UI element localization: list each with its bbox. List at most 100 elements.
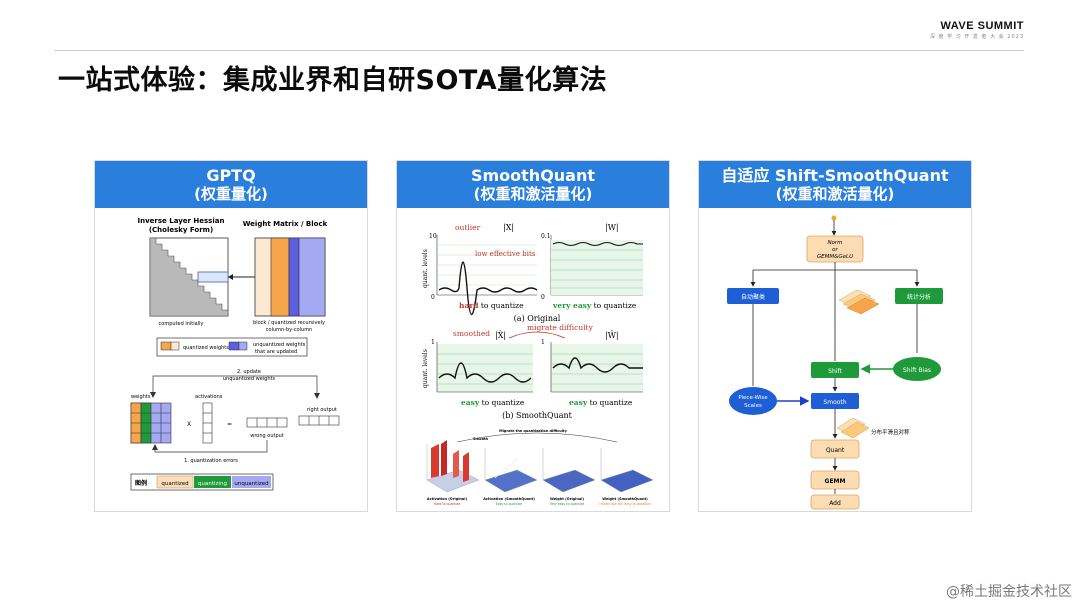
sq-what-label: |Ŵ|: [605, 331, 619, 340]
watermark: @稀土掘金技术社区: [946, 584, 1072, 600]
sq-very-easy-word: very easy: [552, 301, 592, 310]
panel-shift-header: 自适应 Shift-SmoothQuant (权重和激活量化): [699, 161, 971, 208]
gptq-equals-sign: =: [227, 421, 232, 428]
gptq-diagram: Inverse Layer Hessian (Cholesky Form) We…: [130, 217, 340, 491]
sq-hard-word: hard: [459, 301, 479, 310]
sq-one-label-b: 1: [541, 339, 545, 346]
shift-add-box: [810, 494, 860, 510]
sq-hard-text: hard to quantize: [459, 301, 524, 310]
header-divider: [54, 50, 1024, 51]
shift-flowchart: Norm or GEMM&GeLU 自动聚类 统计分析 Shift Shift …: [727, 215, 943, 510]
gptq-hessian-triangle: [149, 237, 229, 317]
shift-smooth-box: [811, 393, 859, 409]
panel-smoothquant: SmoothQuant (权重和激活量化) 10 0 quant. levels…: [396, 160, 670, 512]
panel-shift-title: 自适应 Shift-SmoothQuant: [721, 166, 949, 185]
shift-norm-line3: GEMM&GeLU: [817, 254, 853, 260]
sq-activation-curve-b: [438, 362, 532, 383]
sq-easy-text-b: easy to quantize: [569, 398, 633, 407]
smoothquant-figure: 10 0 quant. levels outlier |X| low effec…: [422, 223, 654, 506]
gptq-legend-quantized: quantized weights: [183, 345, 229, 351]
gptq-activations-label: activations: [195, 394, 223, 400]
sq-surface-2: [484, 448, 538, 493]
gptq-right-output: [298, 415, 340, 426]
sq-zero-label-a: 0: [431, 294, 435, 301]
gptq-cholesky-label: (Cholesky Form): [149, 226, 213, 234]
brand-subtitle: 深 度 学 习 开 发 者 大 会 2023: [929, 34, 1024, 40]
sq-bottom-migrate-label: Migrate the quantization difficulty: [499, 429, 567, 433]
sq-cap-2: Activation (SmoothQuant): [483, 497, 535, 501]
sq-cap-4: Weight (SmoothQuant): [602, 497, 648, 501]
shift-norm-line2: or: [832, 247, 838, 253]
gptq-arrow-head-left: [228, 274, 233, 280]
gptq-weight-matrix-label: Weight Matrix / Block: [243, 220, 328, 228]
sq-grid-b: [551, 249, 643, 289]
gptq-update-arrow: [152, 375, 318, 394]
sq-easy-word-a: easy: [461, 398, 480, 407]
sq-sub-1: Hard to quantize: [434, 502, 461, 506]
shift-entry-dot: [831, 215, 837, 221]
shift-planes-top: [838, 289, 880, 315]
gptq-unquantized-block: [298, 237, 326, 317]
panel-smoothquant-title: SmoothQuant: [470, 166, 596, 185]
sq-quant-levels-a: quant. levels: [422, 249, 429, 288]
gptq-update-label-2: unquantized weights: [223, 376, 276, 382]
shift-stats-box: [895, 288, 943, 304]
gptq-wrong-output-label: wrong output: [250, 433, 284, 439]
gptq-update-arrow-head-2: [314, 393, 320, 399]
sq-bottom-arc: [456, 432, 618, 443]
sq-quant-levels-b: quant. levels: [422, 349, 429, 388]
gptq-hessian-label: Inverse Layer Hessian: [138, 217, 225, 225]
page-title: 一站式体验：集成业界和自研SOTA量化算法: [58, 65, 608, 96]
panel-gptq-header: GPTQ (权重量化): [95, 161, 367, 208]
panel-smoothquant-header: SmoothQuant (权重和激活量化): [397, 161, 669, 208]
panel-gptq-subtitle: (权重量化): [194, 185, 268, 203]
gptq-update-arrow-head: [150, 392, 156, 398]
gptq-legend-unq-2: that are updated: [255, 349, 297, 355]
shift-piecewise-line2: Scales: [744, 403, 762, 409]
gptq-block-label-1: block / quantized recursively: [253, 320, 325, 326]
gptq-legend-unq-1: unquantized weights: [253, 342, 306, 348]
brand-name: WAVE SUMMIT: [940, 20, 1024, 32]
gptq-tag-quantizing: [194, 476, 231, 488]
sq-xhat-label: |X̂|: [495, 331, 506, 340]
gptq-tag-quantizing-label: quantizing: [198, 481, 227, 487]
sq-x-label: |X|: [503, 223, 514, 232]
brand-logo: WAVE SUMMIT 深 度 学 习 开 发 者 大 会 2023: [930, 20, 1024, 40]
gptq-block-label-2: column-by-column: [266, 327, 312, 333]
sq-activation-curve-a: [438, 261, 538, 315]
sq-cap-1: Activation (Original): [427, 497, 468, 501]
sq-weight-fill-a: [551, 240, 643, 295]
gptq-hessian-row: [197, 271, 229, 283]
sq-bottom-smooth-label: Smooth: [473, 437, 489, 441]
sq-migrate-arrow: [508, 331, 566, 339]
gptq-computed-label: computed initially: [159, 321, 204, 327]
gptq-legend-swatch-blue: [228, 341, 240, 351]
shift-gemm-label: GEMM: [825, 478, 846, 485]
panel-shift-subtitle: (权重和激活量化): [775, 185, 895, 203]
sq-one-label-a: 1: [431, 339, 435, 346]
panel-gptq: GPTQ (权重量化) Inverse Layer Hessian (Chole…: [94, 160, 368, 512]
sq-grid-a: [437, 244, 537, 286]
sq-cap-3: Weight (Original): [550, 497, 584, 501]
shift-dist-label: 分布平滑且对称: [871, 428, 910, 436]
sq-smoothed-label: smoothed: [453, 329, 490, 338]
shift-quant-label: Quant: [826, 447, 845, 454]
gptq-legend-swatch-light: [170, 341, 180, 351]
gptq-error-arrow-head: [152, 444, 158, 450]
gptq-right-output-label: right output: [307, 407, 337, 413]
sq-surface-3: [542, 448, 596, 493]
shift-add-label: Add: [829, 500, 841, 507]
sq-easy-text-a: easy to quantize: [461, 398, 525, 407]
panel-gptq-title: GPTQ: [206, 166, 256, 185]
shift-smooth-label: Smooth: [823, 399, 846, 406]
gptq-weights-label: weights: [131, 394, 151, 400]
shift-cluster-box: [727, 288, 779, 304]
sq-grid-d: [551, 353, 643, 385]
shift-stats-label: 统计分析: [907, 293, 931, 301]
shift-cluster-label: 自动聚类: [741, 293, 765, 301]
shift-label: Shift: [828, 368, 842, 375]
sq-surface-4: [600, 448, 654, 493]
sq-ten-label: 10: [429, 233, 437, 240]
sq-very-easy-text: very easy to quantize: [552, 301, 637, 310]
sq-smoothquant-caption: (b) SmoothQuant: [502, 411, 573, 420]
